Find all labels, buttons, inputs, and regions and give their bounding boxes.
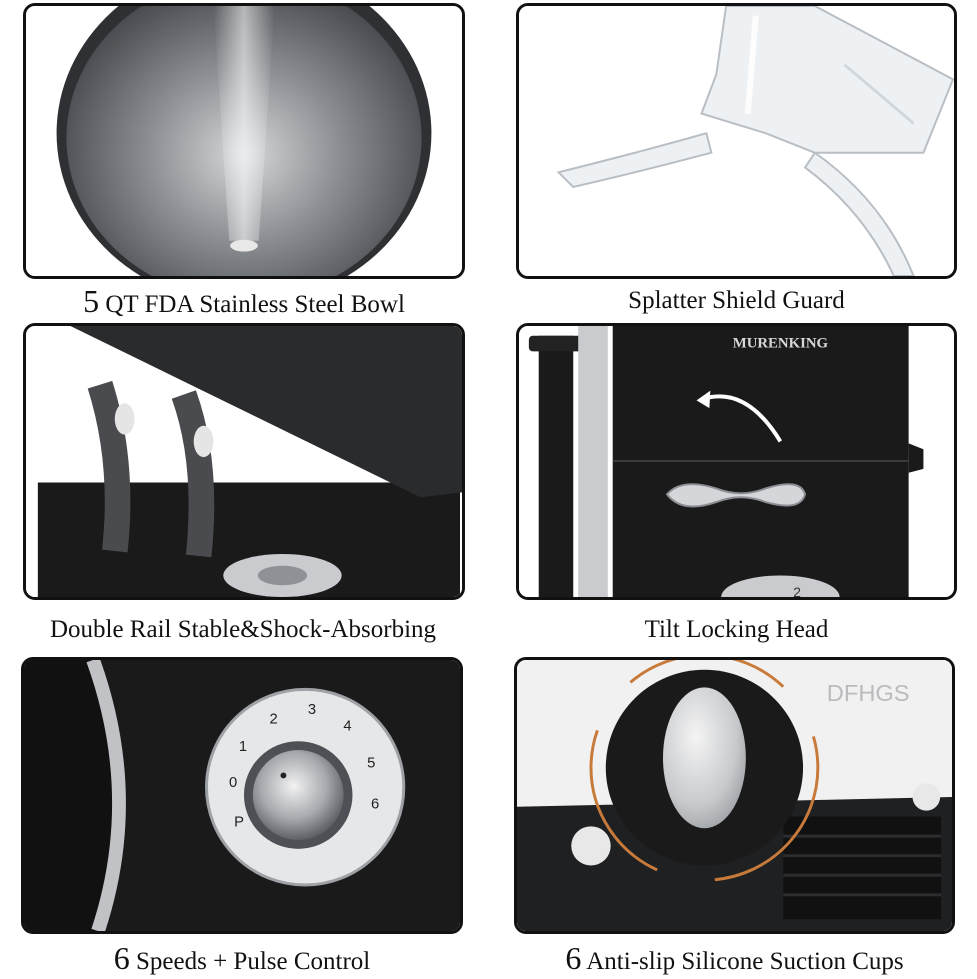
caption-number: 6 [565,940,582,976]
double-rail-photo [23,323,465,600]
caption-text: Speeds + Pulse Control [136,948,371,975]
caption-suction: 6 Anti-slip Silicone Suction Cups [510,941,959,975]
caption-speeds: 6 Speeds + Pulse Control [21,941,463,975]
caption-text: Anti-slip Silicone Suction Cups [586,948,904,975]
speed-dial-photo: P 0 1 2 3 4 5 6 [21,657,463,934]
dial-label-2: 2 [269,712,277,728]
dial-label-p: P [234,814,244,830]
caption-text: Double Rail Stable&Shock-Absorbing [49,616,437,643]
knob-mark: 2 [793,585,801,597]
speed-dial-icon: P 0 1 2 3 4 5 6 [24,660,460,931]
brand-label: MURENKING [733,336,829,352]
dial-label-6: 6 [371,797,379,813]
caption-number: 6 [113,940,130,976]
caption-bowl: 5 QT FDA Stainless Steel Bowl [23,284,465,318]
bowl-photo [23,3,465,279]
caption-tilt: Tilt Locking Head [516,613,957,647]
lock-lever-icon: MURENKING 2 [519,326,954,597]
caption-text: Splatter Shield Guard [628,287,845,314]
splatter-shield-icon [519,6,954,276]
dial-label-4: 4 [343,718,351,734]
caption-rail: Double Rail Stable&Shock-Absorbing [10,613,476,647]
dial-label-5: 5 [367,756,375,772]
suction-cup-photo: DFHGS [514,657,955,934]
dial-label-1: 1 [239,739,247,755]
dial-label-3: 3 [308,702,316,718]
tilt-lock-photo: MURENKING 2 [516,323,957,600]
steel-bowl-icon [26,6,462,276]
caption-text: QT FDA Stainless Steel Bowl [105,291,405,318]
suction-cup-icon: DFHGS [517,660,952,931]
caption-shield: Splatter Shield Guard [516,284,957,318]
caption-text: Tilt Locking Head [644,616,829,643]
tilt-hinge-icon [26,326,462,597]
splatter-shield-photo [516,3,957,279]
dial-label-0: 0 [229,775,237,791]
watermark-text: DFHGS [827,680,910,706]
caption-number: 5 [83,283,100,319]
